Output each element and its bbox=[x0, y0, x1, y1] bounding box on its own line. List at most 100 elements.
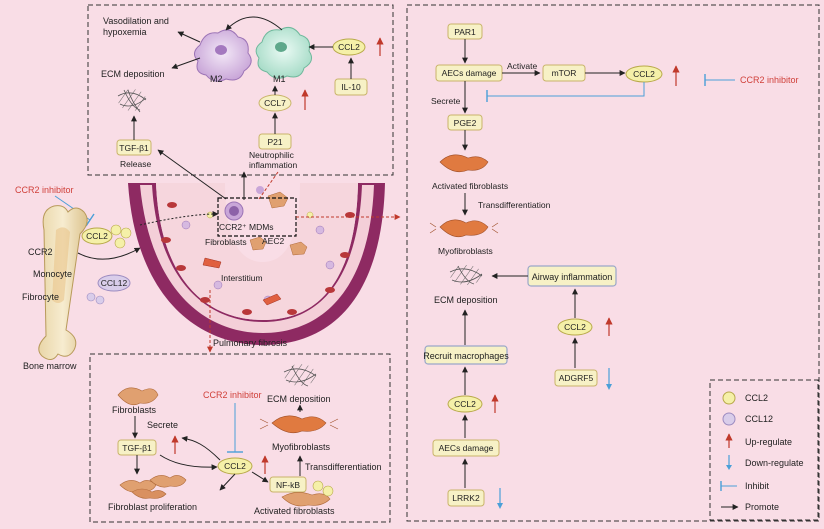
lung-vessel-illustration bbox=[128, 183, 385, 345]
fibroblast-proliferation-icon bbox=[119, 475, 187, 499]
fibroblast-proliferation-label: Fibroblast proliferation bbox=[108, 502, 197, 512]
il10-label: IL-10 bbox=[341, 82, 361, 92]
ccl2-node-right-mid bbox=[557, 318, 593, 336]
m1-to-m2-arrow bbox=[225, 16, 283, 31]
myofibroblasts-bottom-label: Myofibroblasts bbox=[272, 442, 331, 452]
adgrf5-box bbox=[554, 369, 598, 387]
neutrophilic-label: Neutrophilic bbox=[249, 150, 295, 160]
recruit-macrophages-label: Recruit macrophages bbox=[423, 351, 509, 361]
tgfb1-top-label: TGF-β1 bbox=[119, 143, 149, 153]
mdms-label: CCR2⁺ MDMs bbox=[219, 222, 274, 232]
lrrk2-label: LRRK2 bbox=[452, 493, 480, 503]
ccl7-label: CCL7 bbox=[264, 98, 286, 108]
recruit-macrophages-box bbox=[424, 345, 508, 365]
ecm-fiber-icon-right bbox=[449, 265, 483, 285]
activated-fibroblasts-right-label: Activated fibroblasts bbox=[432, 181, 508, 191]
lrrk2-down-head bbox=[497, 503, 503, 509]
fibrocyte-label: Fibrocyte bbox=[22, 292, 59, 302]
m2-macrophage-icon bbox=[194, 29, 252, 82]
monocyte-label: Monocyte bbox=[33, 269, 72, 279]
m2-label: M2 bbox=[210, 74, 223, 84]
bottom-left-panel bbox=[89, 353, 391, 523]
m2-to-ecm-arrow bbox=[171, 57, 201, 70]
inflammation-label: inflammation bbox=[249, 160, 297, 170]
legend-panel bbox=[709, 379, 819, 521]
mtor-label: mTOR bbox=[552, 68, 577, 78]
legend-ccl2-label: CCL2 bbox=[745, 393, 768, 403]
release-label: Release bbox=[120, 159, 151, 169]
ccr2-inhibitor-bottom-label: CCR2 inhibitor bbox=[203, 390, 262, 400]
legend-up-label: Up-regulate bbox=[745, 437, 792, 447]
monocyte-to-vessel-arrow bbox=[77, 247, 141, 260]
myofibroblast-icon bbox=[259, 415, 339, 434]
m1-label: M1 bbox=[273, 74, 286, 84]
bone-marrow-label: Bone marrow bbox=[23, 361, 77, 371]
ccl12-node bbox=[97, 274, 131, 292]
ecm-deposition-right-label: ECM deposition bbox=[434, 295, 498, 305]
m2-to-vasodilation-arrow bbox=[177, 31, 201, 43]
legend-down-label: Down-regulate bbox=[745, 458, 804, 468]
p21-label: P21 bbox=[267, 137, 282, 147]
aecs-damage-box-low bbox=[432, 439, 500, 457]
ccr2-inhibitor-left-label: CCR2 inhibitor bbox=[15, 185, 74, 195]
ecm-deposition-bottom-label: ECM deposition bbox=[267, 394, 331, 404]
ccl2-right-top-label: CCL2 bbox=[633, 69, 655, 79]
hypoxemia-label: hypoxemia bbox=[103, 27, 147, 37]
aec2-label: AEC2 bbox=[262, 236, 284, 246]
ccl2-to-tgfb1-arrow bbox=[181, 435, 221, 461]
ccl2-node-left bbox=[81, 227, 113, 245]
bone-icon bbox=[38, 205, 88, 360]
ccl12-label: CCL12 bbox=[101, 278, 128, 288]
legend-ccl12-swatch bbox=[722, 412, 736, 426]
mdm-cell-icon bbox=[224, 201, 244, 221]
ccl2-top-label: CCL2 bbox=[338, 42, 360, 52]
pge2-label: PGE2 bbox=[454, 118, 477, 128]
ecm-fiber-icon-bottom bbox=[283, 364, 317, 387]
interstitium-label: Interstitium bbox=[221, 273, 263, 283]
ccl2-node-right-low bbox=[447, 395, 483, 413]
ccl2-bottom-label: CCL2 bbox=[224, 461, 246, 471]
ccl2-right-low-label: CCL2 bbox=[454, 399, 476, 409]
airway-inflammation-label: Airway inflammation bbox=[532, 272, 613, 282]
ccl2-cluster-icon bbox=[110, 224, 132, 249]
legend-ccl12-label: CCL12 bbox=[745, 414, 773, 424]
lrrk2-box bbox=[447, 489, 485, 507]
tgfb1-to-ccl2-arrow bbox=[159, 454, 218, 471]
top-left-panel bbox=[87, 4, 394, 176]
ccl2-right-mid-label: CCL2 bbox=[564, 322, 586, 332]
activated-fibroblasts-bottom-label: Activated fibroblasts bbox=[254, 506, 335, 516]
secrete-right-label: Secrete bbox=[431, 96, 461, 106]
ecm-fiber-icon bbox=[117, 89, 147, 113]
fibroblasts-center-label: Fibroblasts bbox=[205, 237, 247, 247]
inhibit-bar-left bbox=[85, 213, 95, 227]
nfkb-label: NF-kB bbox=[276, 480, 300, 490]
ccl2-left-label: CCL2 bbox=[86, 231, 108, 241]
adgrf5-label: ADGRF5 bbox=[559, 373, 594, 383]
transdifferentiation-right-label: Transdifferentiation bbox=[478, 200, 551, 210]
secrete-bottom-label: Secrete bbox=[147, 420, 178, 430]
myofibroblast-right-icon bbox=[429, 219, 499, 238]
ccl2-feedback-inhibit-line bbox=[487, 82, 645, 97]
aecs-damage-low-label: AECs damage bbox=[439, 443, 494, 453]
m1-macrophage-icon bbox=[255, 26, 313, 79]
vasodilation-label: Vasodilation and bbox=[103, 16, 169, 26]
legend-inhibit-label: Inhibit bbox=[745, 481, 770, 491]
myofibroblasts-right-label: Myofibroblasts bbox=[438, 246, 493, 256]
ccr2-label: CCR2 bbox=[28, 247, 53, 257]
pulmonary-fibrosis-label: Pulmonary fibrosis bbox=[213, 338, 288, 348]
legend-promote-label: Promote bbox=[745, 502, 779, 512]
ecm-deposition-label: ECM deposition bbox=[101, 69, 165, 79]
ccr2-inhibitor-right-label: CCR2 inhibitor bbox=[740, 75, 799, 85]
activate-label: Activate bbox=[507, 61, 538, 71]
adgrf5-down-head bbox=[606, 384, 612, 390]
mdms-to-tgfb1-arrow bbox=[157, 149, 227, 200]
activated-fibroblast-bottom-icon bbox=[281, 480, 334, 507]
ccl2-to-nfkb-arrow bbox=[251, 471, 269, 483]
transdifferentiation-bottom-label: Transdifferentiation bbox=[305, 462, 382, 472]
legend-down-head bbox=[726, 465, 732, 470]
activated-fibroblast-right-icon bbox=[439, 154, 489, 173]
ccl2-to-proliferation-arrow bbox=[219, 473, 236, 491]
ccl12-cluster-icon bbox=[86, 292, 105, 305]
fibroblast-cell-icon bbox=[117, 387, 159, 406]
